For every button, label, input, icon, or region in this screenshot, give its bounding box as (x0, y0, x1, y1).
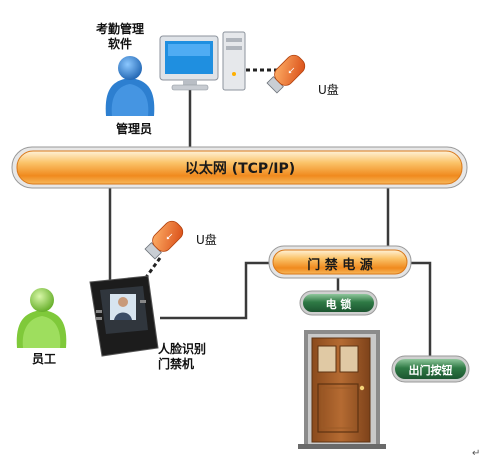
exit-button-label: 出门按钮 (408, 364, 453, 377)
corner-mark: ↵ (472, 448, 481, 459)
access-power-supply (268, 245, 412, 279)
admin-person-icon (105, 56, 155, 116)
employee-person-icon (16, 288, 67, 348)
electric-lock (299, 290, 378, 316)
network-label: 以太网 (TCP/IP) (184, 161, 296, 177)
employee-label: 员工 (32, 352, 57, 366)
lock-label: 电 锁 (325, 298, 352, 311)
computer-icon (159, 31, 246, 91)
usb-drive-icon: ⭠ (266, 54, 306, 94)
usb-drive-icon-2: ⭠ (144, 220, 184, 260)
face-recognition-device-icon (89, 275, 159, 357)
connection-lines (108, 88, 432, 357)
software-label: 考勤管理 软件 (96, 22, 145, 51)
ethernet-bar (11, 146, 468, 189)
power-label: 门 禁 电 源 (307, 258, 373, 273)
admin-label: 管理员 (116, 122, 153, 136)
exit-button (391, 355, 470, 383)
device-label: 人脸识别 门禁机 (158, 342, 207, 371)
usb-mid-label: U盘 (196, 233, 217, 247)
door-icon (298, 330, 386, 449)
usb-top-label: U盘 (318, 83, 339, 97)
